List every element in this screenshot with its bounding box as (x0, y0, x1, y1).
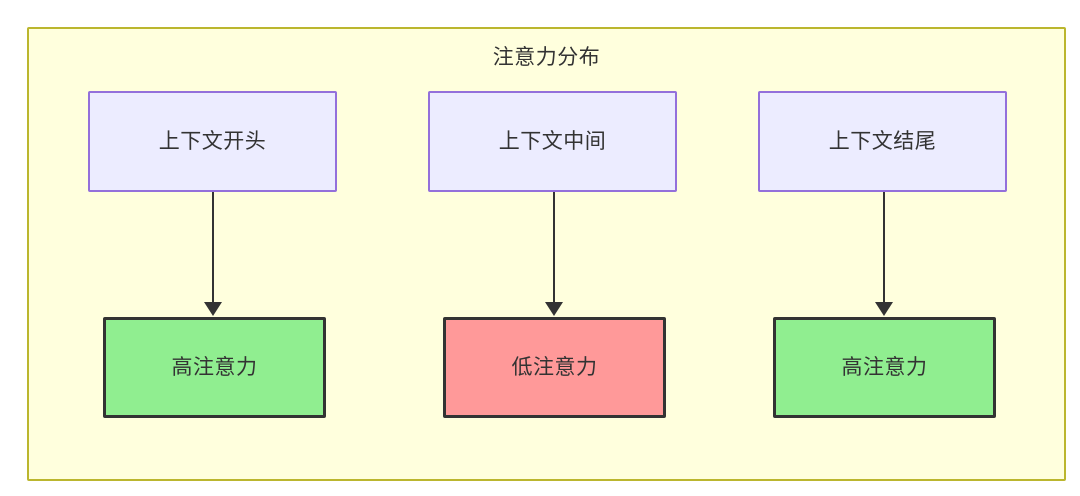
edge-middle-to-low-attention (553, 192, 555, 302)
arrowhead-icon-2 (545, 302, 563, 316)
node-low-attention-middle-label: 低注意力 (511, 355, 598, 379)
arrowhead-icon-3 (875, 302, 893, 316)
node-high-attention-end[interactable]: 高注意力 (773, 317, 996, 418)
edge-end-to-high-attention (883, 192, 885, 302)
arrowhead-icon-1 (204, 302, 222, 316)
node-context-start[interactable]: 上下文开头 (88, 91, 337, 192)
node-context-start-label: 上下文开头 (158, 129, 267, 153)
edge-start-to-high-attention (212, 192, 214, 302)
node-high-attention-start-label: 高注意力 (171, 355, 258, 379)
node-high-attention-end-label: 高注意力 (841, 355, 928, 379)
node-low-attention-middle[interactable]: 低注意力 (443, 317, 666, 418)
subgraph-title: 注意力分布 (492, 46, 601, 69)
node-context-middle-label: 上下文中间 (498, 129, 607, 153)
node-context-end-label: 上下文结尾 (828, 129, 937, 153)
node-high-attention-start[interactable]: 高注意力 (103, 317, 326, 418)
node-context-end[interactable]: 上下文结尾 (758, 91, 1007, 192)
node-context-middle[interactable]: 上下文中间 (428, 91, 677, 192)
